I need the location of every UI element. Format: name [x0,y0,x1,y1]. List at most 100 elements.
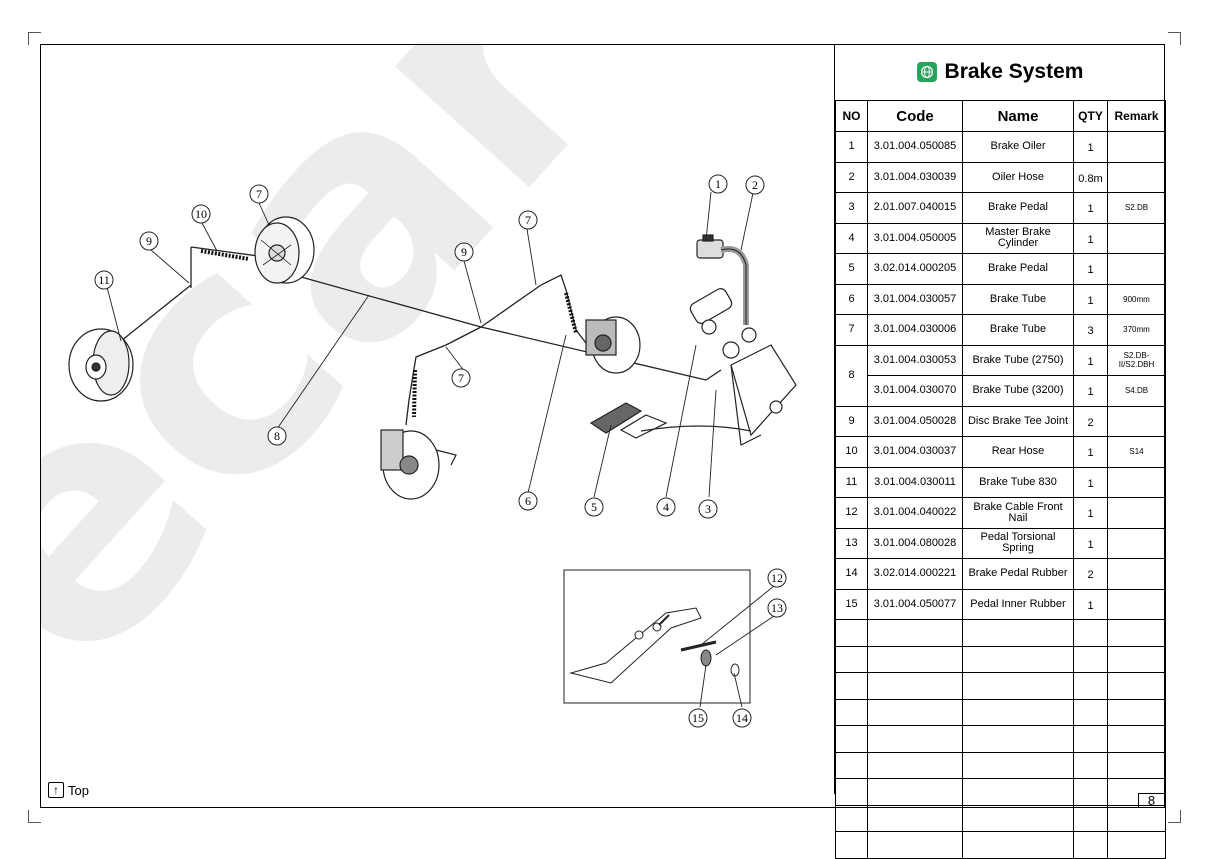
cell-remark: S4.DB [1107,375,1166,407]
page-title: Brake System [944,60,1084,83]
top-link[interactable]: ↑ Top [48,782,89,798]
svg-text:14: 14 [736,711,748,725]
cell-no: 4 [835,222,868,254]
cell-qty: 2 [1073,405,1108,437]
svg-text:7: 7 [256,187,262,201]
cell-no: 1 [835,131,868,163]
leader-lines [106,191,775,708]
cell-qty: 1 [1073,192,1108,224]
exploded-diagram: ecar [41,45,834,807]
empty-cell [835,831,868,859]
cell-remark: S2.DB [1107,192,1166,224]
callout-7b: 7 [451,368,471,388]
empty-cell [962,751,1074,779]
svg-text:10: 10 [195,207,207,221]
cell-qty: 1 [1073,344,1108,376]
callout-10: 10 [191,204,211,224]
cell-remark: 900mm [1107,283,1166,315]
cell-name: Master Brake Cylinder [962,222,1074,254]
empty-row [835,619,1166,647]
svg-text:7: 7 [458,371,464,385]
empty-cell [835,725,868,753]
empty-cell [962,698,1074,726]
cell-name: Brake Tube 830 [962,466,1074,498]
cell-name: Brake Tube [962,283,1074,315]
cell-code: 3.01.004.030070 [867,375,963,407]
crop-mark-bottom-left [28,810,41,823]
cell-qty: 1 [1073,222,1108,254]
top-link-label: Top [68,782,89,798]
callout-14: 14 [732,708,752,728]
empty-row [835,831,1166,859]
empty-cell [835,751,868,779]
empty-cell [1073,698,1108,726]
cell-name: Pedal Inner Rubber [962,588,1074,620]
front-disc-left [380,429,457,500]
cell-name: Oiler Hose [962,161,1074,193]
cell-code: 2.01.007.040015 [867,192,963,224]
crop-mark-bottom-right [1168,810,1181,823]
cell-code: 3.02.014.000221 [867,558,963,590]
cell-remark: S2.DB-II/S2.DBH [1107,344,1166,376]
empty-cell [1073,672,1108,700]
cell-qty: 1 [1073,466,1108,498]
empty-cell [962,804,1074,832]
cell-code: 3.01.004.030011 [867,466,963,498]
cell-no: 13 [835,527,868,559]
svg-text:11: 11 [98,273,110,287]
svg-text:12: 12 [771,571,783,585]
empty-cell [867,778,963,806]
header-code: Code [867,100,963,132]
cell-name: Brake Tube (2750) [962,344,1074,376]
crop-mark-top-left [28,32,41,45]
empty-cell [835,778,868,806]
crop-mark-top-right [1168,32,1181,45]
watermark: ecar [41,45,679,737]
cell-no: 10 [835,436,868,468]
empty-cell [867,698,963,726]
cell-name: Brake Tube (3200) [962,375,1074,407]
cell-no: 12 [835,497,868,529]
cell-qty: 1 [1073,283,1108,315]
cell-name: Brake Cable Front Nail [962,497,1074,529]
cell-qty: 1 [1073,497,1108,529]
header-remark: Remark [1107,100,1166,132]
cell-no: 11 [835,466,868,498]
pedal-assembly [689,234,797,446]
cell-name: Brake Pedal [962,253,1074,285]
empty-cell [867,751,963,779]
callout-5: 5 [584,497,604,517]
rear-drum-left [68,328,134,402]
cell-code: 3.01.004.040022 [867,497,963,529]
cell-remark [1107,466,1166,498]
front-disc-right [585,316,641,374]
empty-row [835,725,1166,753]
empty-cell [1073,619,1108,647]
cell-name: Disc Brake Tee Joint [962,405,1074,437]
cell-qty: 1 [1073,131,1108,163]
empty-row [835,698,1166,726]
svg-text:7: 7 [525,213,531,227]
callout-2: 2 [745,175,765,195]
callout-9b: 9 [139,231,159,251]
cell-remark: S14 [1107,436,1166,468]
cell-code: 3.01.004.030006 [867,314,963,346]
cell-no: 8 [835,344,868,407]
callout-9a: 9 [454,242,474,262]
header-qty: QTY [1073,100,1108,132]
svg-text:1: 1 [715,177,721,191]
